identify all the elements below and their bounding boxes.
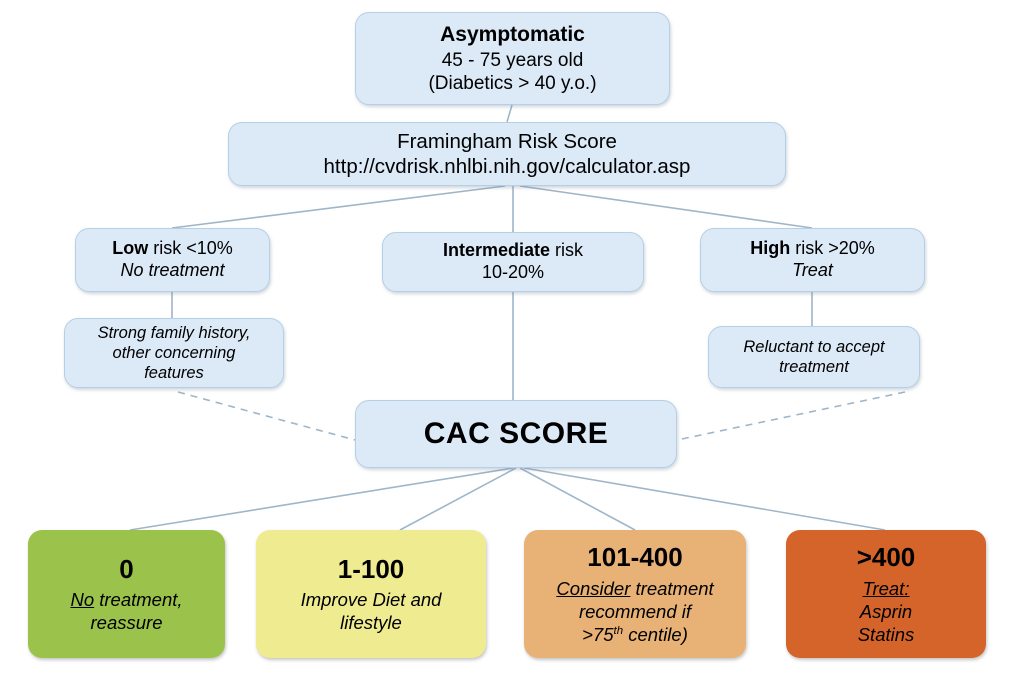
result-0-line2: reassure	[90, 612, 163, 634]
node-intermediate-risk[interactable]: Intermediate risk 10-20%	[382, 232, 644, 292]
result-0-line1-rest: treatment,	[94, 589, 183, 611]
framingham-url[interactable]: http://cvdrisk.nhlbi.nih.gov/calculator.…	[323, 155, 691, 178]
low-risk-rest: risk <10%	[148, 238, 233, 259]
high-risk-rest: risk >20%	[790, 238, 875, 259]
low-risk-heading: Low risk <10%	[112, 238, 233, 260]
result-0-line1: No treatment,	[70, 588, 182, 611]
result-1-head: 1-100	[337, 553, 405, 584]
edge-strongfamily-cac	[177, 391, 356, 441]
result-2-line2: recommend if	[578, 600, 692, 622]
node-framingham-risk-score[interactable]: Framingham Risk Score http://cvdrisk.nhl…	[228, 122, 786, 186]
asymptomatic-title: Asymptomatic	[440, 23, 585, 47]
result-0-underlined: No	[70, 589, 95, 611]
result-0-body: No treatment, reassure	[70, 588, 182, 634]
intermediate-risk-range: 10-20%	[481, 262, 545, 282]
edge-framingham-high	[519, 185, 813, 229]
result-2-line3-superscript: th	[613, 624, 624, 637]
result-3-underlined: Treat:	[862, 577, 910, 599]
low-risk-action: No treatment	[120, 260, 225, 280]
result-3-line3: Statins	[857, 623, 915, 645]
edge-asymptomatic-framingham	[506, 104, 513, 123]
result-2-line3-post: centile)	[623, 623, 688, 645]
result-1-line1: Improve Diet and	[300, 589, 442, 611]
result-2-body: Consider treatment recommend if >75th ce…	[556, 577, 713, 646]
low-risk-emphasis: Low	[112, 238, 149, 259]
result-2-line3-pre: >75	[582, 623, 614, 645]
strong-family-line3: features	[144, 364, 204, 383]
intermediate-risk-rest: risk	[550, 240, 584, 261]
strong-family-line1: Strong family history,	[97, 323, 251, 342]
strong-family-line2: other concerning	[112, 343, 236, 362]
result-box-score-over-400[interactable]: >400 Treat: Asprin Statins	[786, 530, 986, 658]
node-reluctant-to-accept-treatment[interactable]: Reluctant to accept treatment	[708, 326, 920, 388]
edge-framingham-low	[171, 185, 506, 229]
node-high-risk[interactable]: High risk >20% Treat	[700, 228, 925, 292]
result-1-line2: lifestyle	[340, 612, 402, 634]
intermediate-risk-heading: Intermediate risk	[443, 240, 583, 262]
result-2-line3: >75th centile)	[556, 623, 713, 646]
result-3-head: >400	[856, 541, 916, 572]
result-box-score-1-100[interactable]: 1-100 Improve Diet and lifestyle	[256, 530, 486, 658]
node-asymptomatic[interactable]: Asymptomatic 45 - 75 years old (Diabetic…	[355, 12, 670, 105]
high-risk-action: Treat	[792, 260, 833, 280]
result-3-body: Treat: Asprin Statins	[858, 577, 915, 646]
edge-cac-score101-400	[519, 467, 636, 531]
edge-cac-score0	[129, 467, 514, 531]
edge-cac-score1-100	[399, 467, 517, 531]
high-risk-emphasis: High	[750, 238, 791, 259]
node-strong-family-history[interactable]: Strong family history, other concerning …	[64, 318, 284, 388]
result-2-underlined: Consider	[556, 577, 631, 599]
result-1-body: Improve Diet and lifestyle	[301, 588, 442, 634]
result-2-head: 101-400	[587, 541, 683, 572]
result-2-line1: Consider treatment	[556, 577, 713, 600]
result-3-line2: Asprin	[859, 600, 913, 622]
node-cac-score[interactable]: CAC SCORE	[355, 400, 677, 468]
cac-score-label: CAC SCORE	[423, 416, 609, 450]
high-risk-heading: High risk >20%	[750, 238, 875, 260]
framingham-title: Framingham Risk Score	[397, 130, 617, 153]
reluctant-line1: Reluctant to accept	[743, 337, 885, 356]
reluctant-line2: treatment	[779, 358, 849, 376]
result-box-score-101-400[interactable]: 101-400 Consider treatment recommend if …	[524, 530, 746, 658]
result-0-head: 0	[119, 553, 134, 584]
result-box-score-0[interactable]: 0 No treatment, reassure	[28, 530, 225, 658]
node-low-risk[interactable]: Low risk <10% No treatment	[75, 228, 270, 292]
result-2-line1-rest: treatment	[630, 577, 714, 599]
edge-cac-score-400	[523, 467, 886, 531]
intermediate-risk-emphasis: Intermediate	[442, 240, 551, 261]
asymptomatic-age-range: 45 - 75 years old	[441, 49, 584, 71]
edge-reluctant-cac	[676, 391, 906, 441]
asymptomatic-diabetics-note: (Diabetics > 40 y.o.)	[428, 72, 597, 94]
